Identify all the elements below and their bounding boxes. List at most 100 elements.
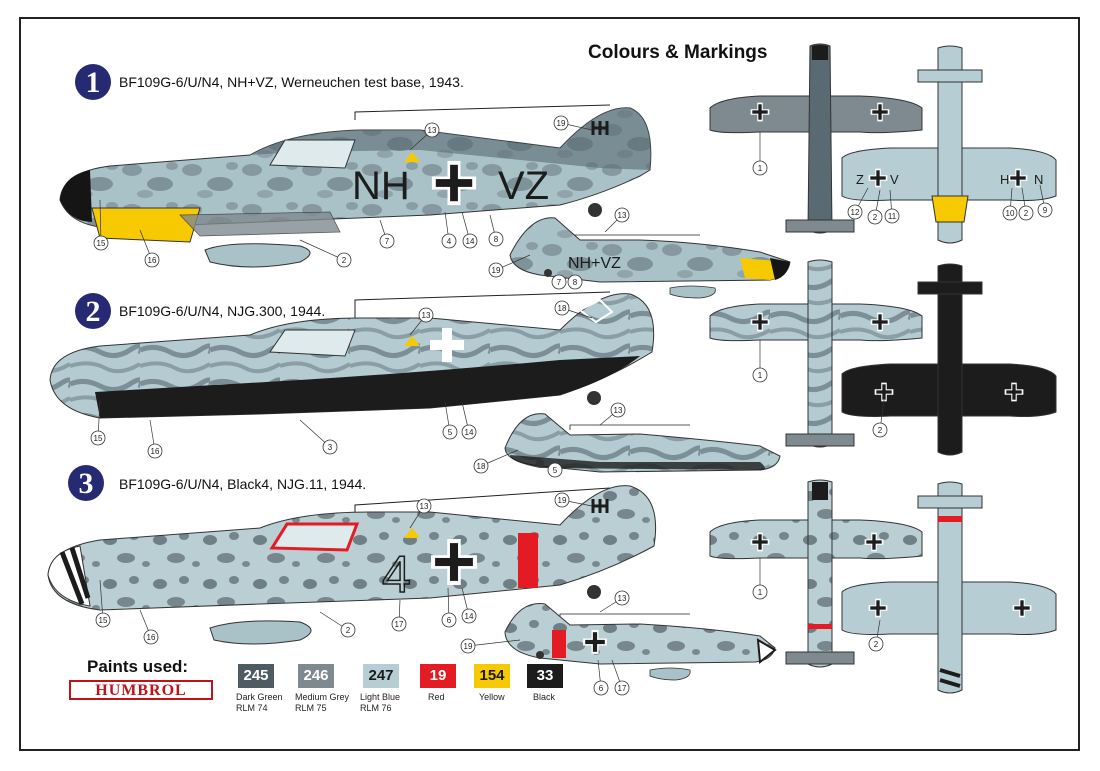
plan-view-2-top xyxy=(709,259,923,448)
aircraft-3-side-profile: 4 xyxy=(47,485,657,645)
callout-circle xyxy=(554,300,570,316)
aircraft-3-small-profile xyxy=(504,603,777,681)
wing-code-right-b: N xyxy=(1034,172,1043,187)
paint-swatch-33: 33 xyxy=(527,664,563,688)
callout-number-c8: 8 xyxy=(573,278,578,287)
wing-code-left-b: V xyxy=(890,172,899,187)
callout-circle xyxy=(553,115,569,131)
callout-leader xyxy=(299,239,345,261)
wing-code-right-a: H xyxy=(1000,172,1009,187)
callout-circle xyxy=(551,274,567,290)
scheme-3-badge: 3 xyxy=(68,465,104,501)
aircraft-2-small-profile xyxy=(504,413,781,473)
callout-circle xyxy=(872,422,888,438)
callout-number-c2: 2 xyxy=(342,256,347,265)
callout-circle xyxy=(391,616,407,632)
callout-number-c13: 13 xyxy=(428,126,437,135)
callout-circle xyxy=(460,638,476,654)
aircraft-1-side-profile: NH VZ xyxy=(59,104,652,268)
callout-number-c1: 1 xyxy=(758,164,763,173)
callout-number-c16: 16 xyxy=(151,447,160,456)
callout-number-c13: 13 xyxy=(422,311,431,320)
callout-circle xyxy=(143,629,159,645)
callout-number-c15: 15 xyxy=(94,434,103,443)
callout-number-c6: 6 xyxy=(599,684,604,693)
callout-number-c2: 2 xyxy=(1024,209,1029,218)
callout-circle xyxy=(144,252,160,268)
callout-circle xyxy=(462,233,478,249)
callout-number-c5: 5 xyxy=(448,428,453,437)
callout-number-c17: 17 xyxy=(618,684,627,693)
scheme-2-badge: 2 xyxy=(75,293,111,329)
callout-number-c19: 19 xyxy=(558,496,567,505)
callout-circle xyxy=(473,458,489,474)
paint-label-154: Yellow xyxy=(479,692,505,702)
callout-circle xyxy=(461,608,477,624)
callout-number-c4: 4 xyxy=(447,237,452,246)
callout-circle xyxy=(614,680,630,696)
callout-circle xyxy=(416,498,432,514)
aircraft-1-small-code: NH+VZ xyxy=(568,255,621,272)
scheme-1-badge: 1 xyxy=(75,64,111,100)
callout-circle xyxy=(547,462,563,478)
callout-number-c14: 14 xyxy=(465,428,474,437)
callout-number-c14: 14 xyxy=(465,612,474,621)
aircraft-1-code-left: NH xyxy=(352,164,410,208)
scheme-3-caption: BF109G-6/U/N4, Black4, NJG.11, 1944. xyxy=(119,476,367,492)
paint-label-19: Red xyxy=(428,692,445,702)
callout-number-c7: 7 xyxy=(385,237,390,246)
callout-circle xyxy=(752,160,768,176)
callout-circle xyxy=(336,252,352,268)
callout-circle xyxy=(847,204,863,220)
paint-label-245-name: Dark Green xyxy=(236,692,283,702)
callout-circle xyxy=(147,443,163,459)
paint-label-247-rlm: RLM 76 xyxy=(360,703,392,713)
callout-circle xyxy=(488,262,504,278)
callout-circle xyxy=(614,590,630,606)
callout-number-c15: 15 xyxy=(99,616,108,625)
callout-number-c13: 13 xyxy=(618,211,627,220)
callout-circle xyxy=(441,612,457,628)
callout-circle xyxy=(90,430,106,446)
callout-number-c2: 2 xyxy=(346,626,351,635)
callout-circle xyxy=(752,584,768,600)
page-title: Colours & Markings xyxy=(588,42,768,63)
callout-number-c3: 3 xyxy=(328,443,333,452)
callout-number-c2: 2 xyxy=(878,426,883,435)
aircraft-1-small-profile: NH+VZ xyxy=(509,217,791,299)
wing-code-left: Z xyxy=(856,172,864,187)
callout-number-c16: 16 xyxy=(148,256,157,265)
callout-circle xyxy=(567,274,583,290)
paint-label-245-rlm: RLM 74 xyxy=(236,703,268,713)
callout-circle xyxy=(418,307,434,323)
callout-number-c10: 10 xyxy=(1006,209,1015,218)
aircraft-1-code-right: VZ xyxy=(498,164,549,208)
plan-view-3-top xyxy=(709,479,923,668)
paint-swatch-19: 19 xyxy=(420,664,456,688)
callout-number-c2: 2 xyxy=(873,213,878,222)
callout-number-c9: 9 xyxy=(1043,206,1048,215)
callout-circle xyxy=(867,209,883,225)
plan-view-3-bottom xyxy=(841,481,1057,694)
paint-swatch-154: 154 xyxy=(474,664,510,688)
paint-swatch-246: 246 xyxy=(298,664,334,688)
paint-label-246-name: Medium Grey xyxy=(295,692,350,702)
scheme-2-caption: BF109G-6/U/N4, NJG.300, 1944. xyxy=(119,303,326,319)
callout-circle xyxy=(752,367,768,383)
callout-number-c19: 19 xyxy=(464,642,473,651)
humbrol-logo: HUMBROL xyxy=(69,680,213,700)
callout-circle xyxy=(340,622,356,638)
callout-circle xyxy=(442,424,458,440)
callout-number-c14: 14 xyxy=(466,237,475,246)
callout-number-c16: 16 xyxy=(147,633,156,642)
callout-circle xyxy=(322,439,338,455)
callout-number-c17: 17 xyxy=(395,620,404,629)
callout-number-c5: 5 xyxy=(553,466,558,475)
callout-number-c15: 15 xyxy=(97,239,106,248)
callout-circle xyxy=(379,233,395,249)
callout-circle xyxy=(1018,205,1034,221)
